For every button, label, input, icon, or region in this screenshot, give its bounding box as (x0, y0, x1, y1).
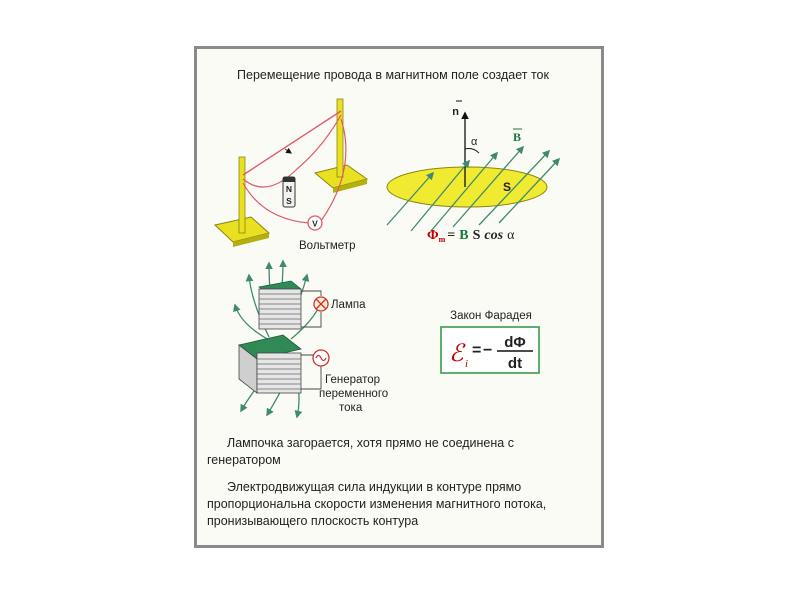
area-label: S (503, 180, 511, 194)
content-panel: Перемещение провода в магнитном поле соз… (194, 46, 604, 548)
right-pole (336, 98, 344, 178)
normal-vector-label: n (452, 106, 459, 118)
magnet-south-label: S (286, 196, 292, 206)
induction-coil-diagram: Лампа Генератор переменного тока (233, 259, 388, 419)
lamp-label: Лампа (331, 299, 366, 311)
left-pole (238, 156, 246, 234)
emf-symbol: ℰ (449, 341, 466, 367)
caption-faraday: Электродвижущая сила индукции в контуре … (207, 480, 547, 528)
magnet-north-label: N (286, 184, 292, 194)
angle-arc (464, 148, 480, 154)
surface-ellipse (386, 166, 548, 208)
generator-label-line2: переменного (319, 388, 388, 400)
faraday-minus: − (483, 342, 492, 359)
title: Перемещение провода в магнитном поле соз… (237, 68, 549, 82)
secondary-coil (258, 280, 302, 330)
voltmeter-icon (307, 215, 323, 231)
wire-motion-arrow (284, 147, 292, 154)
field-lines (386, 145, 561, 232)
faraday-formula-box (440, 326, 540, 374)
field-vector-label: B (513, 130, 521, 144)
voltmeter-symbol: V (312, 219, 318, 229)
faraday-equals: = (472, 342, 481, 359)
faraday-numerator: dΦ (504, 334, 525, 351)
faraday-title: Закон Фарадея (450, 310, 532, 322)
faraday-denominator: dt (508, 355, 522, 372)
wire-to-meter-right (320, 118, 347, 222)
angle-label: α (471, 136, 478, 148)
wire-loop-top (242, 114, 342, 188)
wire-to-meter-left (242, 182, 310, 224)
generator-label-line1: Генератор (325, 374, 380, 386)
faraday-law: Закон Фарадея ℰ i = − dΦ dt (440, 310, 540, 374)
right-pole-base-side (333, 179, 367, 193)
wire-setup-diagram: N S V Вольтметр (213, 98, 369, 252)
moving-wire (242, 110, 342, 176)
caption-lamp: Лампочка загорается, хотя прямо не соеди… (207, 436, 514, 467)
primary-coil (238, 334, 302, 394)
voltmeter-label: Вольтметр (299, 240, 355, 252)
left-pole-base-side (233, 233, 269, 247)
generator-label-line3: тока (339, 402, 363, 414)
lamp-circuit (301, 290, 322, 328)
illustration: Перемещение провода в магнитном поле соз… (213, 68, 561, 419)
emf-subscript: i (465, 358, 468, 370)
